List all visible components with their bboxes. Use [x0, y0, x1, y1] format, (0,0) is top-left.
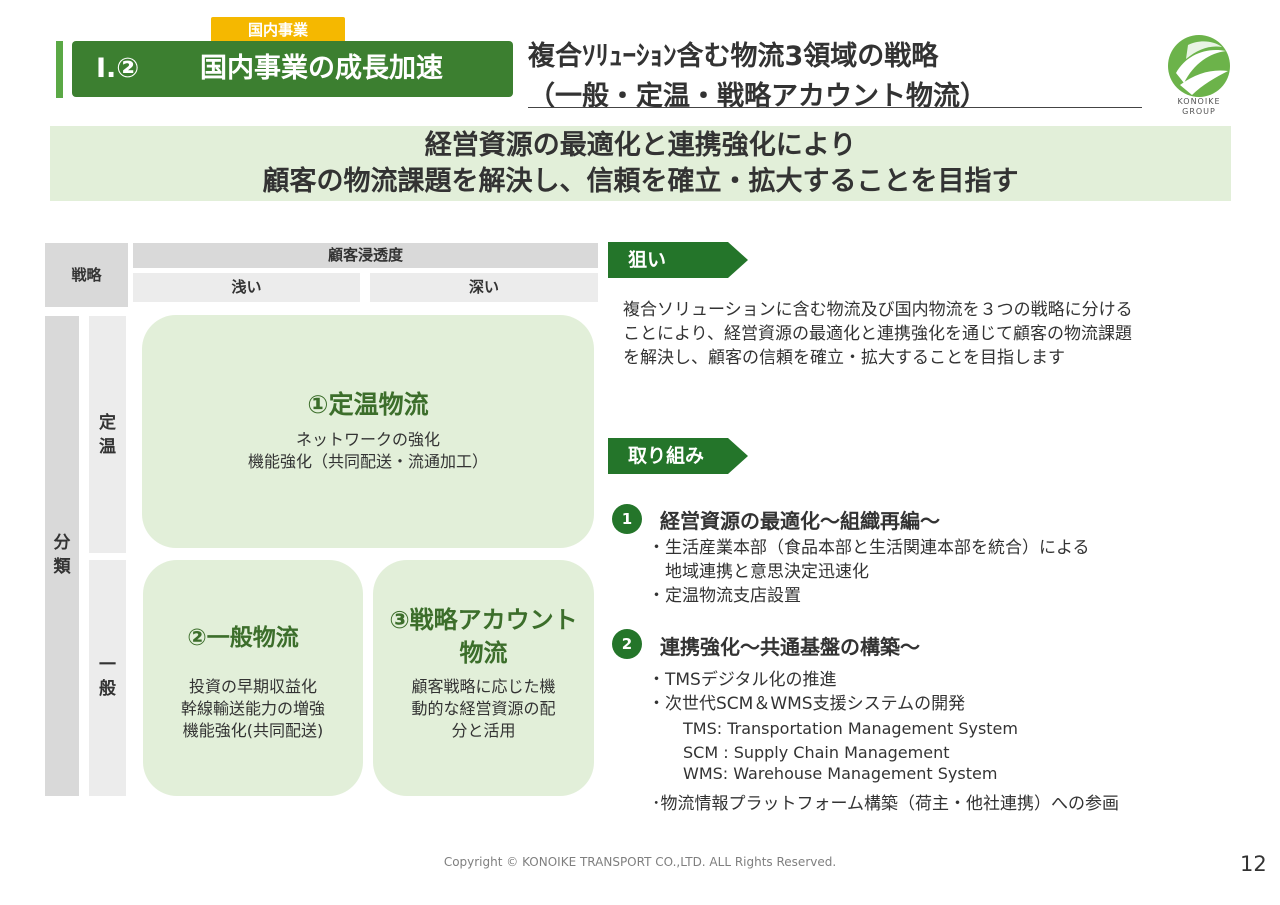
- aim-line3: を解決し、顧客の信頼を確立・拡大することを目指します: [623, 348, 1065, 368]
- logo-text: KONOIKE GROUP: [1162, 97, 1236, 117]
- general-logistics-title: ②一般物流: [187, 625, 299, 651]
- page-title-line1: 複合ｿﾘｭｰｼｮﾝ含む物流3領域の戦略: [528, 41, 939, 72]
- teion-logistics-box: ①定温物流 ネットワークの強化 機能強化（共同配送・流通加工）: [142, 315, 594, 548]
- aim-tag-label: 狙い: [608, 242, 728, 278]
- page-title-line2: （一般・定温・戦略アカウント物流）: [528, 81, 987, 112]
- deep-header: 深い: [370, 273, 598, 302]
- logo-text-line1: KONOIKE: [1177, 97, 1221, 106]
- initiative-bullet: 地域連携と意思決定迅速化: [648, 562, 869, 582]
- banner-line2: 顧客の物流課題を解決し、信頼を確立・拡大することを目指す: [262, 166, 1019, 197]
- initiative-number-badge: 2: [612, 629, 642, 659]
- aim-line1: 複合ソリューションに含む物流及び国内物流を３つの戦略に分ける: [623, 300, 1133, 320]
- general-logistics-line2: 幹線輸送能力の増強: [180, 699, 325, 718]
- general-logistics-box: ②一般物流 投資の早期収益化 幹線輸送能力の増強 機能強化(共同配送): [143, 560, 363, 796]
- section-number: Ⅰ.②: [96, 53, 140, 84]
- strategic-account-line2: 動的な経営資源の配: [411, 699, 556, 718]
- term-definition: SCM : Supply Chain Management: [683, 743, 950, 762]
- page-number: 12: [1240, 852, 1267, 876]
- initiative-bullet: ・TMSデジタル化の推進: [648, 670, 837, 690]
- general-logistics-line1: 投資の早期収益化: [188, 677, 317, 696]
- strategic-account-title-line2: 物流: [459, 639, 508, 667]
- logo-text-line2: GROUP: [1182, 107, 1216, 116]
- ippan-char2: 般: [99, 679, 116, 699]
- initiative-title: 経営資源の最適化～組織再編～: [660, 509, 940, 533]
- initiative-bullet: ･物流情報プラットフォーム構築（荷主・他社連携）への参画: [652, 794, 1119, 814]
- initiative-bullet: ・生活産業本部（食品本部と生活関連本部を統合）による: [648, 538, 1090, 558]
- section-heading: Ⅰ.② 国内事業の成長加速: [72, 41, 513, 97]
- initiative-bullet: ・次世代SCM＆WMS支援システムの開発: [648, 694, 966, 714]
- aim-line2: ことにより、経営資源の最適化と連携強化を通じて顧客の物流課題: [623, 324, 1132, 344]
- initiative-bullet: ・定温物流支店設置: [648, 586, 801, 606]
- section-title: 国内事業の成長加速: [200, 53, 443, 84]
- strategic-account-box: ③戦略アカウント 物流 顧客戦略に応じた機 動的な経営資源の配 分と活用: [373, 560, 594, 796]
- key-message-banner: 経営資源の最適化と連携強化により 顧客の物流課題を解決し、信頼を確立・拡大するこ…: [50, 126, 1231, 201]
- aim-description: 複合ソリューションに含む物流及び国内物流を３つの戦略に分ける ことにより、経営資…: [623, 298, 1223, 370]
- banner-line1: 経営資源の最適化と連携強化により: [424, 130, 857, 161]
- konoike-logo-icon: [1166, 33, 1232, 117]
- teion-logistics-title: ①定温物流: [307, 390, 429, 419]
- strategic-account-line1: 顧客戦略に応じた機: [411, 677, 556, 696]
- accent-bar: [56, 41, 63, 98]
- classification-char1: 分: [53, 533, 71, 553]
- initiatives-tag: 取り組み: [608, 438, 748, 474]
- strategic-account-line3: 分と活用: [451, 721, 516, 740]
- classification-header: 分 類: [45, 316, 79, 796]
- teion-char2: 温: [99, 437, 116, 457]
- ippan-char1: 一: [99, 655, 116, 675]
- initiatives-tag-label: 取り組み: [608, 438, 728, 474]
- aim-tag: 狙い: [608, 242, 748, 278]
- shallow-header: 浅い: [133, 273, 360, 302]
- strategy-header: 戦略: [45, 243, 128, 307]
- teion-row-header: 定 温: [89, 316, 126, 553]
- initiative-number-badge: 1: [612, 504, 642, 534]
- classification-char2: 類: [53, 557, 71, 577]
- aim-tag-arrow-icon: [728, 242, 748, 278]
- teion-logistics-line1: ネットワークの強化: [295, 430, 440, 449]
- ippan-row-header: 一 般: [89, 560, 126, 796]
- title-underline: [528, 107, 1142, 108]
- copyright-notice: Copyright © KONOIKE TRANSPORT CO.,LTD. A…: [443, 855, 837, 869]
- term-definition: TMS: Transportation Management System: [683, 719, 1018, 738]
- penetration-header: 顧客浸透度: [133, 243, 598, 268]
- category-badge: 国内事業: [211, 17, 345, 43]
- teion-logistics-line2: 機能強化（共同配送・流通加工）: [247, 452, 488, 471]
- initiatives-tag-arrow-icon: [728, 438, 748, 474]
- general-logistics-line3: 機能強化(共同配送): [182, 721, 324, 740]
- initiative-title: 連携強化～共通基盤の構築～: [660, 635, 920, 659]
- strategic-account-title-line1: ③戦略アカウント: [389, 606, 578, 634]
- term-definition: WMS: Warehouse Management System: [683, 764, 998, 783]
- teion-char1: 定: [99, 413, 116, 433]
